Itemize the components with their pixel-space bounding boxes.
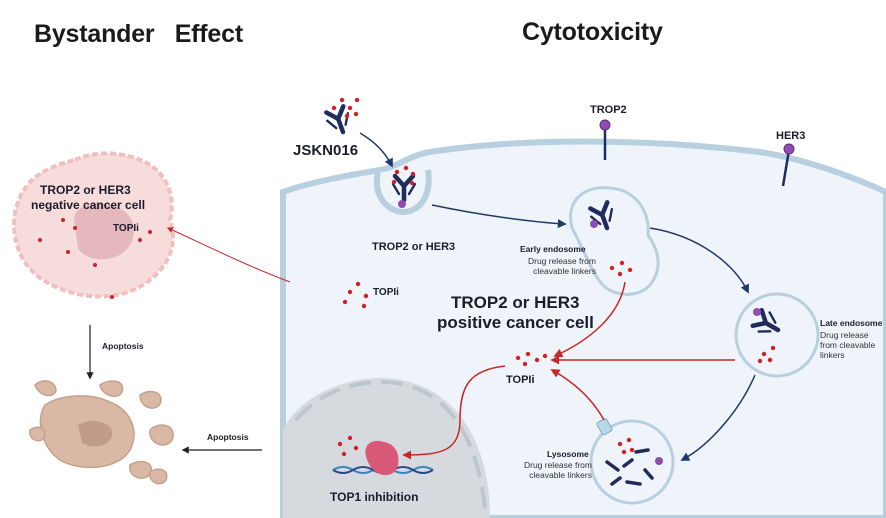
bystander-effect-heading: Bystander Effect: [34, 20, 243, 48]
top1-enzyme: [365, 440, 399, 476]
late-endosome-desc: Drug release from cleavable linkers: [820, 330, 876, 360]
apoptosis-vertical-label: Apoptosis: [102, 341, 144, 351]
apoptosis-horizontal-label: Apoptosis: [207, 432, 249, 442]
trop2-label: TROP2: [590, 104, 627, 116]
positive-cell-label-line2: positive cancer cell: [437, 313, 594, 332]
topii-center-label: TOPIi: [506, 374, 535, 386]
early-endosome-desc: Drug release from cleavable linkers: [527, 256, 596, 276]
early-endosome: [569, 186, 660, 296]
cytotoxicity-heading: Cytotoxicity: [522, 18, 663, 46]
topii-free-label: TOPIi: [373, 287, 399, 298]
receptor-label: TROP2 or HER3: [372, 241, 456, 253]
early-endosome-title: Early endosome: [520, 244, 586, 254]
trop2-receptor: [599, 119, 611, 160]
her3-receptor: [781, 143, 795, 187]
lysosome-desc: Drug release from cleavable linkers: [523, 460, 592, 480]
jskn016-label: JSKN016: [293, 142, 359, 159]
negative-cell-label-line2: negative cancer cell: [31, 198, 146, 212]
her3-label: HER3: [776, 130, 806, 142]
negative-cell-label-line1: TROP2 or HER3: [40, 183, 131, 197]
late-endosome-title: Late endosome: [820, 318, 883, 328]
positive-cell-label-line1: TROP2 or HER3: [451, 293, 580, 312]
top1-inhibition-label: TOP1 inhibition: [330, 490, 419, 504]
topii-negative-label: TOPIi: [113, 223, 139, 234]
jskn016-antibody: [324, 106, 353, 136]
late-endosome: [734, 292, 820, 378]
lysosome-title: Lysosome: [547, 449, 589, 459]
